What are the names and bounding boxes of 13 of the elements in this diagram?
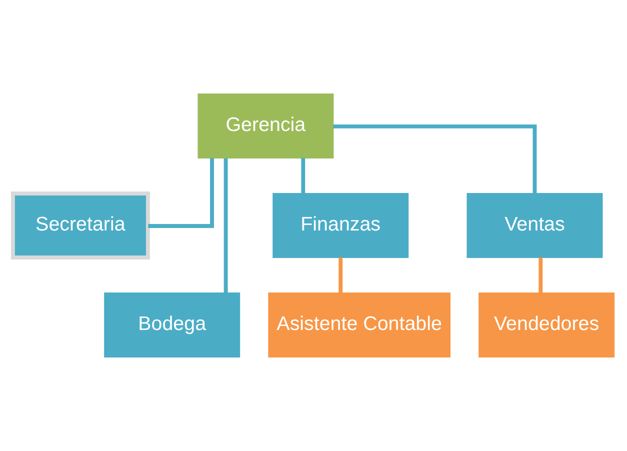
node-box: Vendedores [478, 292, 615, 358]
connector [224, 158, 228, 293]
node-box: Asistente Contable [268, 292, 450, 358]
node-box: Ventas [466, 192, 603, 258]
node-box: Gerencia [198, 93, 334, 158]
node-box: Bodega [104, 292, 240, 358]
connector [538, 258, 543, 293]
node-box: Secretaria [10, 192, 150, 260]
connector [338, 258, 343, 293]
node-box: Finanzas [272, 192, 409, 258]
connector [333, 124, 537, 194]
connector [301, 158, 306, 194]
connector [148, 158, 214, 228]
